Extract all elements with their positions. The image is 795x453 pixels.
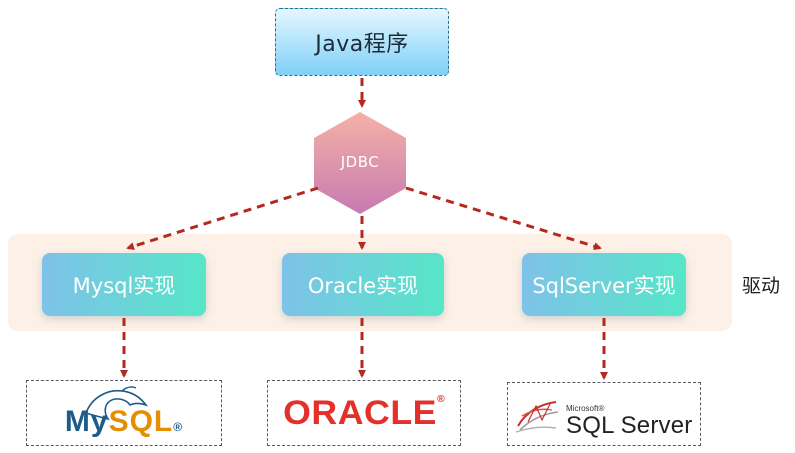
oracle-impl-node: Oracle实现: [282, 253, 444, 316]
oracle-impl-label: Oracle实现: [307, 273, 419, 298]
sqlserver-impl-node: SqlServer实现: [522, 253, 686, 316]
sqlserver-impl-label: SqlServer实现: [532, 273, 676, 298]
mysql-logo: MySQL®: [65, 405, 183, 439]
oracle-logo-word: ORACLE: [282, 393, 437, 432]
mysql-logo-registered: ®: [173, 420, 184, 434]
mysql-dolphin-icon: [84, 386, 149, 421]
java-program-label: Java程序: [315, 32, 409, 57]
sqlserver-emblem-icon: [515, 401, 559, 433]
jdbc-hexagon: [314, 112, 406, 214]
java-program-node: Java程序: [275, 8, 449, 76]
mysql-logo-box: MySQL®: [26, 380, 222, 446]
mysql-impl-node: Mysql实现: [42, 253, 206, 316]
sqlserver-logo-box: Microsoft® SQL Server: [507, 382, 701, 446]
sqlserver-logo-company: Microsoft®: [566, 404, 605, 413]
mysql-impl-label: Mysql实现: [72, 273, 176, 298]
oracle-logo: ORACLE®: [283, 394, 445, 433]
jdbc-label: JDBC: [340, 153, 380, 171]
driver-band-label: 驱动: [742, 274, 781, 297]
mysql-logo-sql: SQL: [108, 405, 174, 438]
oracle-logo-box: ORACLE®: [267, 380, 461, 446]
oracle-logo-registered: ®: [436, 393, 446, 405]
sqlserver-logo-product: SQL Server: [566, 412, 693, 439]
